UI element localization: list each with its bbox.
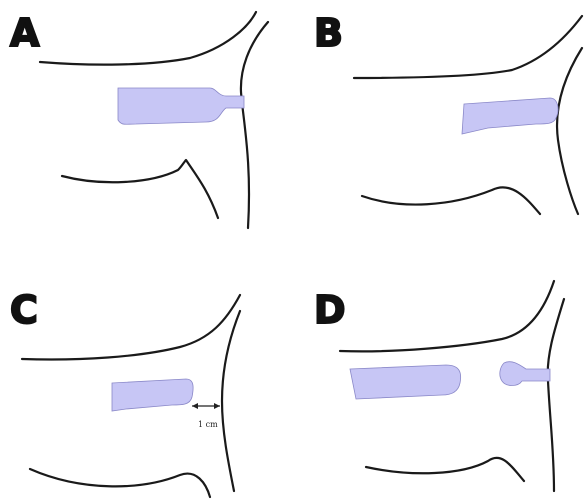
right-wall <box>222 311 240 491</box>
panel-d: D <box>292 251 584 502</box>
upper-contour <box>354 16 582 78</box>
upper-contour <box>22 295 240 360</box>
panel-b-diagram <box>292 0 584 251</box>
lower-contour <box>62 160 218 218</box>
filled-region <box>112 379 193 411</box>
lower-contour <box>30 469 210 497</box>
panel-a: A <box>0 0 292 251</box>
measurement-label: 1 cm <box>198 420 218 429</box>
upper-contour <box>340 281 554 351</box>
filled-region-right <box>500 362 550 386</box>
right-wall <box>548 299 564 491</box>
panel-c: C 1 cm <box>0 251 292 502</box>
arrow-right-head <box>214 403 220 409</box>
filled-region-left <box>350 365 461 399</box>
right-wall <box>241 22 268 228</box>
panel-c-diagram: 1 cm <box>0 251 292 502</box>
arrow-left-head <box>192 403 198 409</box>
lower-contour <box>362 187 540 214</box>
filled-region <box>118 88 244 124</box>
lower-contour <box>366 458 524 481</box>
panel-a-diagram <box>0 0 292 251</box>
panel-d-diagram <box>292 251 584 502</box>
upper-contour <box>40 12 256 65</box>
right-wall <box>557 48 582 214</box>
panel-b: B <box>292 0 584 251</box>
filled-region <box>462 98 558 134</box>
